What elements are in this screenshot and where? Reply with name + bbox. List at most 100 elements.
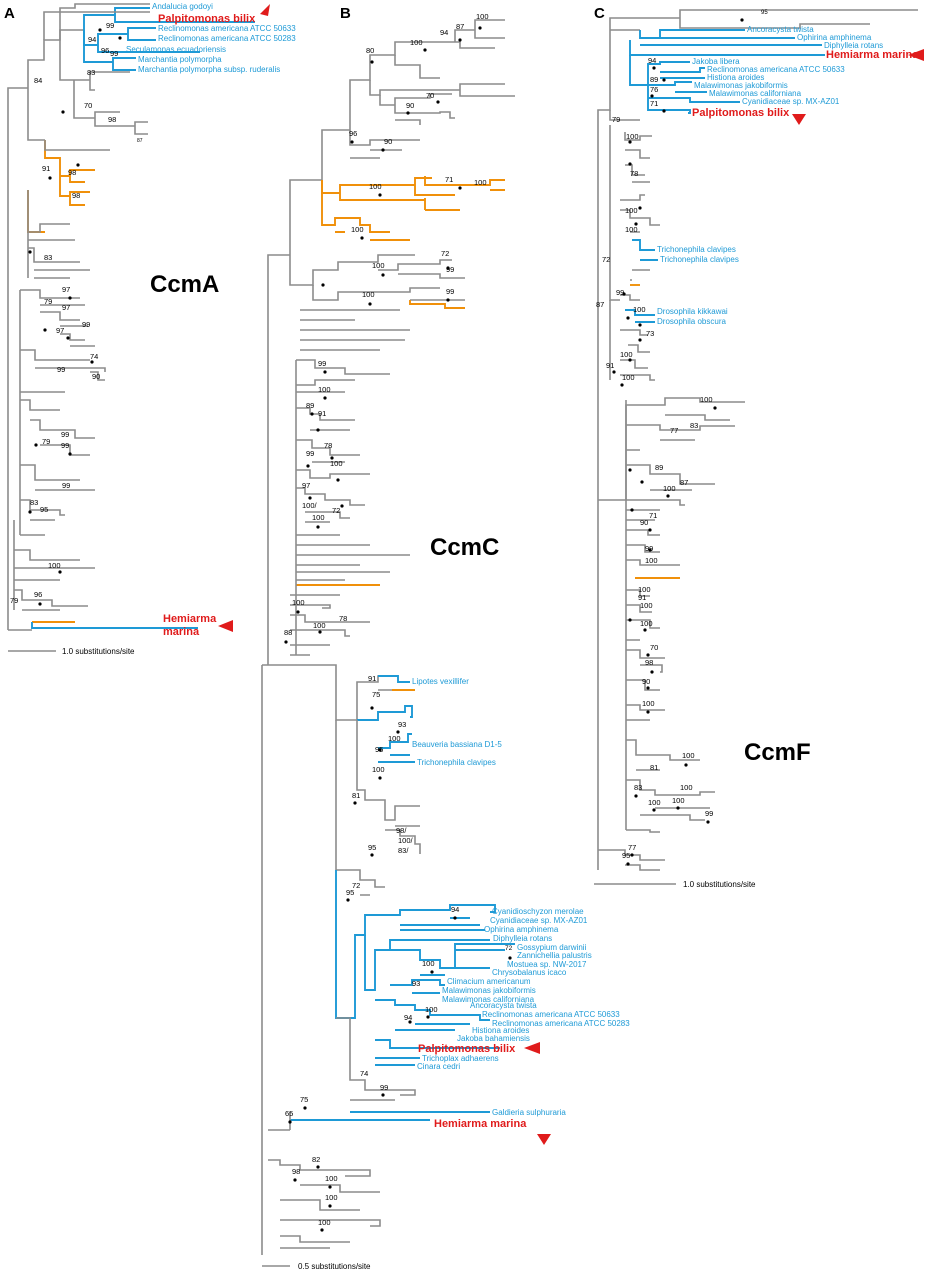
bootstrap-label: 100 (700, 395, 713, 404)
bootstrap-label: 77 (628, 843, 636, 852)
bootstrap-label: 98/ (396, 826, 407, 835)
taxon-label: Trichonephila clavipes (657, 245, 736, 254)
panel-c-gene-label: CcmF (744, 739, 811, 766)
bootstrap-label: 100 (318, 385, 331, 394)
bootstrap-label: 91 (638, 593, 646, 602)
bootstrap-label: 100 (625, 225, 638, 234)
taxon-label: Jakoba libera (692, 57, 740, 66)
taxon-label: Histiona aroides (707, 73, 764, 82)
taxon-label: Cyanidioschyzon merolae (492, 907, 584, 916)
bootstrap-label: 91 (606, 361, 614, 370)
bootstrap-label: 100 (640, 601, 653, 610)
bootstrap-label: 94 (88, 35, 96, 44)
panel-c-taxa: Ancoracysta twista Ophirina amphinema Di… (657, 25, 919, 326)
bootstrap-label: 70 (650, 643, 658, 652)
bootstrap-label: 100/ (302, 501, 318, 510)
bootstrap-label: 83 (634, 783, 642, 792)
bootstrap-label: 100 (474, 178, 487, 187)
scale-bar-label: 0.5 substitutions/site (298, 1262, 371, 1271)
bootstrap-label: 98 (645, 658, 653, 667)
bootstrap-label: 90 (640, 518, 648, 527)
bootstrap-label: 98 (68, 168, 76, 177)
red-arrow-icon (537, 1134, 551, 1145)
bootstrap-label: 91 (42, 164, 50, 173)
bootstrap-label: 95 (622, 851, 630, 860)
red-arrow-icon (792, 114, 806, 125)
bootstrap-label: 99 (446, 287, 454, 296)
bootstrap-label: 100 (372, 765, 385, 774)
bootstrap-label: 94 (451, 905, 459, 914)
bootstrap-label: 97 (62, 303, 70, 312)
panel-b-node-dots (284, 26, 512, 1232)
taxon-label: Trichonephila clavipes (417, 758, 496, 767)
panel-c-tree (597, 9, 918, 871)
bootstrap-label: 100 (633, 305, 646, 314)
bootstrap-label: 89 (650, 75, 658, 84)
panel-a-node-dots (28, 28, 122, 606)
bootstrap-label: 99 (61, 441, 69, 450)
bootstrap-label: 95 (368, 843, 376, 852)
bootstrap-label: 90 (92, 372, 100, 381)
bootstrap-label: 72 (352, 881, 360, 890)
bootstrap-label: 100 (325, 1174, 338, 1183)
taxon-label-highlight: Hemiarma marina (434, 1118, 527, 1130)
bootstrap-label: 72 (441, 249, 449, 258)
red-arrow-icon (218, 620, 233, 632)
bootstrap-label: 100 (622, 373, 635, 382)
taxon-label: Beauveria bassiana D1-5 (412, 740, 502, 749)
bootstrap-label: 99 (705, 809, 713, 818)
bootstrap-label: 75 (372, 690, 380, 699)
bootstrap-label: 100 (680, 783, 693, 792)
bootstrap-label: 97 (302, 481, 310, 490)
bootstrap-label: 98 (292, 1167, 300, 1176)
bootstrap-label: 76 (650, 85, 658, 94)
bootstrap-label: 97 (62, 285, 70, 294)
taxon-label: Marchantia polymorpha subsp. ruderalis (138, 65, 280, 74)
taxon-label: Trichoplax adhaerens (422, 1054, 499, 1063)
taxon-label: Malawimonas jakobiformis (442, 986, 536, 995)
taxon-label: Malawimonas californiana (709, 89, 802, 98)
bootstrap-label: 94 (440, 28, 448, 37)
taxon-label: Andalucia godoyi (152, 2, 213, 11)
bootstrap-label: 89 (655, 463, 663, 472)
panel-c-node-dots (612, 18, 744, 866)
bootstrap-label: 72 (505, 945, 513, 952)
bootstrap-label: 98 (72, 191, 80, 200)
bootstrap-label: 78 (630, 169, 638, 178)
bootstrap-label: 100 (312, 513, 325, 522)
bootstrap-label: 93 (412, 979, 420, 988)
bootstrap-label: 89 (306, 401, 314, 410)
bootstrap-label: 95 (761, 10, 768, 16)
bootstrap-label: 100 (422, 959, 435, 968)
bootstrap-label: 81 (352, 791, 360, 800)
bootstrap-label: 100 (648, 798, 661, 807)
bootstrap-label: 81 (650, 763, 658, 772)
bootstrap-label: 77 (670, 426, 678, 435)
bootstrap-label: 100 (325, 1193, 338, 1202)
panel-b-tree (261, 19, 515, 1255)
bootstrap-label: 100 (625, 206, 638, 215)
bootstrap-label: 100/ (398, 836, 414, 845)
taxon-label: Marchantia polymorpha (138, 55, 222, 64)
bootstrap-label: 79 (42, 437, 50, 446)
bootstrap-label: 99 (616, 288, 624, 297)
bootstrap-label: 99 (110, 49, 118, 58)
bootstrap-label: 100 (48, 561, 61, 570)
bootstrap-label: 97 (56, 326, 64, 335)
taxon-label: Jakoba bahamiensis (457, 1034, 530, 1043)
bootstrap-label: 95 (346, 888, 354, 897)
bootstrap-label: 72 (602, 255, 610, 264)
bootstrap-label: 79 (612, 115, 620, 124)
taxon-label: Cyanidiaceae sp. MX-AZ01 (490, 916, 588, 925)
bootstrap-label: 99 (82, 320, 90, 329)
taxon-label: Ancoracysta twista (747, 25, 814, 34)
taxon-label: Ancoracysta twista (470, 1001, 537, 1010)
bootstrap-label: 100 (663, 484, 676, 493)
bootstrap-label: 100 (351, 225, 364, 234)
taxon-label: Malawimonas jakobiformis (694, 81, 788, 90)
taxon-label: Reclinomonas americana ATCC 50633 (158, 24, 296, 33)
bootstrap-label: 100 (388, 734, 401, 743)
bootstrap-label: 100 (330, 459, 343, 468)
bootstrap-label: 91 (318, 409, 326, 418)
taxon-label-highlight: Hemiarma (163, 613, 217, 625)
